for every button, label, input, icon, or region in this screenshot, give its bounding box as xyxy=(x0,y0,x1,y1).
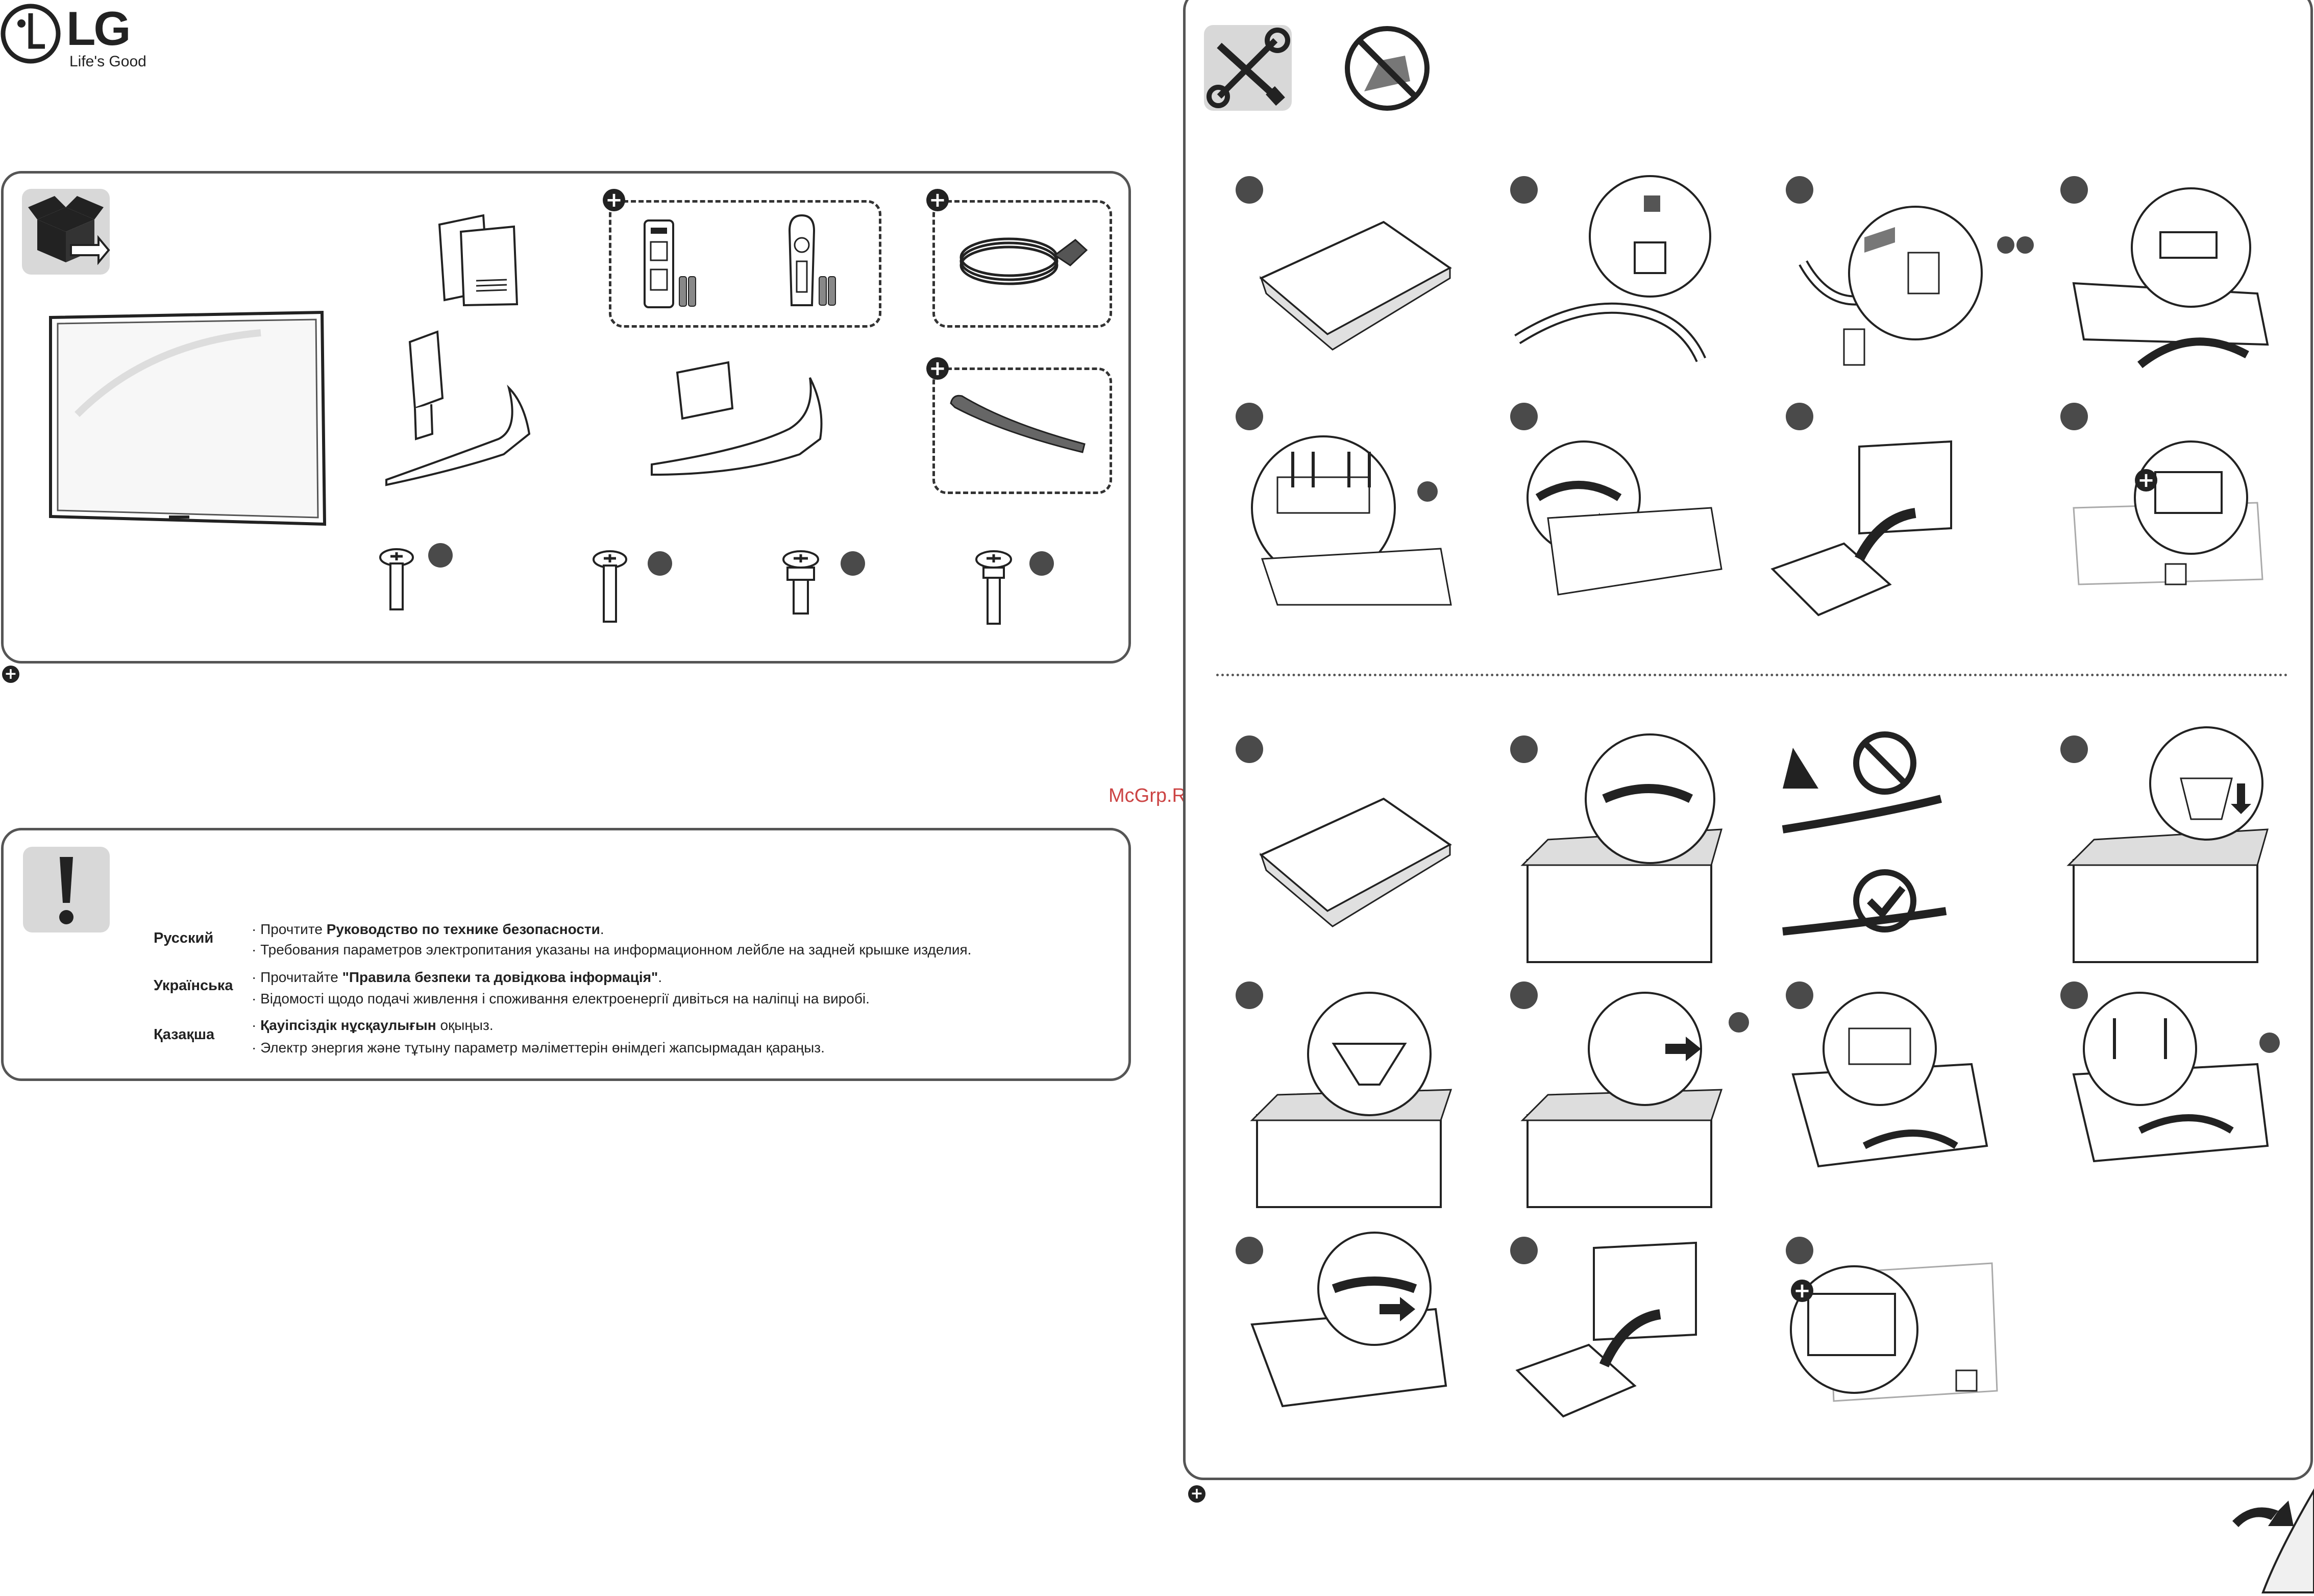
warning-tile xyxy=(23,847,110,932)
step-a2-badge xyxy=(1510,176,1538,204)
step-a2-illustration xyxy=(1514,175,1711,362)
screw-2-icon xyxy=(593,550,627,623)
kk-line-1: · Қауіпсіздік нұсқаулығын оқыңыз. xyxy=(252,1017,494,1033)
lg-logo-text: LG xyxy=(66,2,131,55)
standard-remote-icon xyxy=(644,219,696,308)
step-a8-illustration xyxy=(2073,440,2263,585)
assembly-panel: + xyxy=(1183,0,2313,1480)
bullet: · xyxy=(252,921,257,937)
magic-remote-icon xyxy=(788,214,836,306)
step-a7-badge xyxy=(1786,403,1813,430)
step-a4-illustration xyxy=(2072,187,2269,369)
stand-parts-b-illustration xyxy=(651,361,823,476)
step-b1-badge xyxy=(1236,735,1263,763)
uk-line-1: · Прочитайте "Правила безпеки та довідко… xyxy=(252,969,662,985)
step-a5-badge xyxy=(1236,403,1263,430)
step-a3-badge xyxy=(1786,176,1813,204)
kk-line-2: · Электр энергия және тұтыну параметр мә… xyxy=(252,1040,825,1055)
step-b2-badge xyxy=(1510,735,1538,763)
page-turn-icon xyxy=(2232,1488,2314,1593)
step-b4-badge xyxy=(2060,735,2088,763)
safety-panel: Русский · Прочтите Руководство по техник… xyxy=(1,828,1131,1081)
optional-power-cord-plus-icon: + xyxy=(926,189,949,211)
step-b11-optional-plus-icon: + xyxy=(1791,1280,1813,1302)
step-b1-illustration xyxy=(1259,797,1452,927)
manual-booklets-illustration xyxy=(438,214,519,307)
lang-label-ru: Русский xyxy=(154,930,214,946)
box-contents-panel: + + + xyxy=(1,171,1131,664)
no-water-cleaning-icon xyxy=(1345,26,1430,111)
step-a8-badge xyxy=(2060,403,2088,430)
screw-2-badge xyxy=(648,551,672,576)
step-a5-illustration xyxy=(1251,435,1452,606)
step-b7-illustration xyxy=(1791,992,1988,1168)
step-b9-illustration xyxy=(1250,1232,1447,1408)
lg-tagline: Life's Good xyxy=(69,53,146,70)
power-cord-icon xyxy=(959,237,1088,285)
uk-line-2: · Відомості щодо подачі живлення і спожи… xyxy=(252,991,870,1006)
screw-1-icon xyxy=(379,548,414,610)
step-b6-screw-badge xyxy=(1729,1012,1749,1033)
step-b9-badge xyxy=(1236,1237,1263,1264)
optional-cable-holder-plus-icon: + xyxy=(926,357,949,380)
screw-4-badge xyxy=(1029,551,1054,576)
stand-parts-a-illustration xyxy=(385,330,531,486)
step-b5-illustration xyxy=(1250,992,1453,1208)
lang-label-uk: Українська xyxy=(154,977,233,994)
step-a4-badge xyxy=(2060,176,2088,204)
step-a1-illustration xyxy=(1259,220,1452,351)
optional-cable-holder-box xyxy=(932,367,1112,494)
screw-1-badge xyxy=(428,543,453,568)
step-b7-badge xyxy=(1786,981,1813,1009)
lang-label-kk: Қазақша xyxy=(154,1026,215,1043)
step-b6-illustration xyxy=(1520,992,1723,1208)
step-b11-illustration xyxy=(1790,1262,1998,1402)
optional-power-cord-box xyxy=(932,200,1112,328)
lg-logo: LG Life's Good xyxy=(0,0,153,77)
screw-3-badge xyxy=(841,551,865,576)
exclamation-icon xyxy=(59,857,73,924)
step-b3-illustration xyxy=(1782,731,1947,936)
step-b6-badge xyxy=(1510,981,1538,1009)
box-panel-footnote-plus-icon: + xyxy=(2,666,19,683)
section-divider xyxy=(1216,674,2288,676)
step-a5-screw-badge xyxy=(1417,481,1438,502)
step-b2-illustration xyxy=(1520,733,1723,963)
cable-holder-icon xyxy=(950,395,1086,453)
step-b10-illustration xyxy=(1515,1241,1697,1418)
tools-tile xyxy=(1204,25,1292,111)
tv-front-illustration xyxy=(49,310,327,526)
box-contents-tile xyxy=(22,189,110,275)
step-a6-badge xyxy=(1510,403,1538,430)
step-a3-screw-badge-2 xyxy=(2016,236,2034,254)
step-a8-optional-plus-icon: + xyxy=(2135,469,2157,492)
optional-remotes-plus-icon: + xyxy=(603,189,625,211)
step-b5-badge xyxy=(1236,981,1263,1009)
step-b4-illustration xyxy=(2066,726,2269,963)
step-a1-badge xyxy=(1236,176,1263,204)
ru-line-1: · Прочтите Руководство по технике безопа… xyxy=(252,921,604,937)
open-box-icon xyxy=(28,196,110,265)
step-a3-screw-badge-1 xyxy=(1997,236,2014,254)
lg-logo-icon xyxy=(1,4,61,64)
step-b8-illustration xyxy=(2072,992,2269,1163)
step-b8-screw-badge xyxy=(2259,1033,2280,1053)
screwdriver-wrench-icon xyxy=(1207,28,1290,108)
step-b11-badge xyxy=(1786,1237,1813,1264)
step-a3-illustration xyxy=(1799,206,1983,366)
screw-4-icon xyxy=(975,550,1012,625)
watermark: McGrp.Ru xyxy=(1109,785,1197,806)
step-a6-illustration xyxy=(1527,440,1722,596)
screw-3-icon xyxy=(782,550,819,615)
ru-line-2: · Требования параметров электропитания у… xyxy=(252,942,972,957)
optional-remotes-box xyxy=(609,200,881,328)
step-b8-badge xyxy=(2060,981,2088,1009)
assembly-footnote-plus-icon: + xyxy=(1188,1485,1205,1503)
step-b10-badge xyxy=(1510,1237,1538,1264)
step-a7-illustration xyxy=(1770,440,1952,617)
